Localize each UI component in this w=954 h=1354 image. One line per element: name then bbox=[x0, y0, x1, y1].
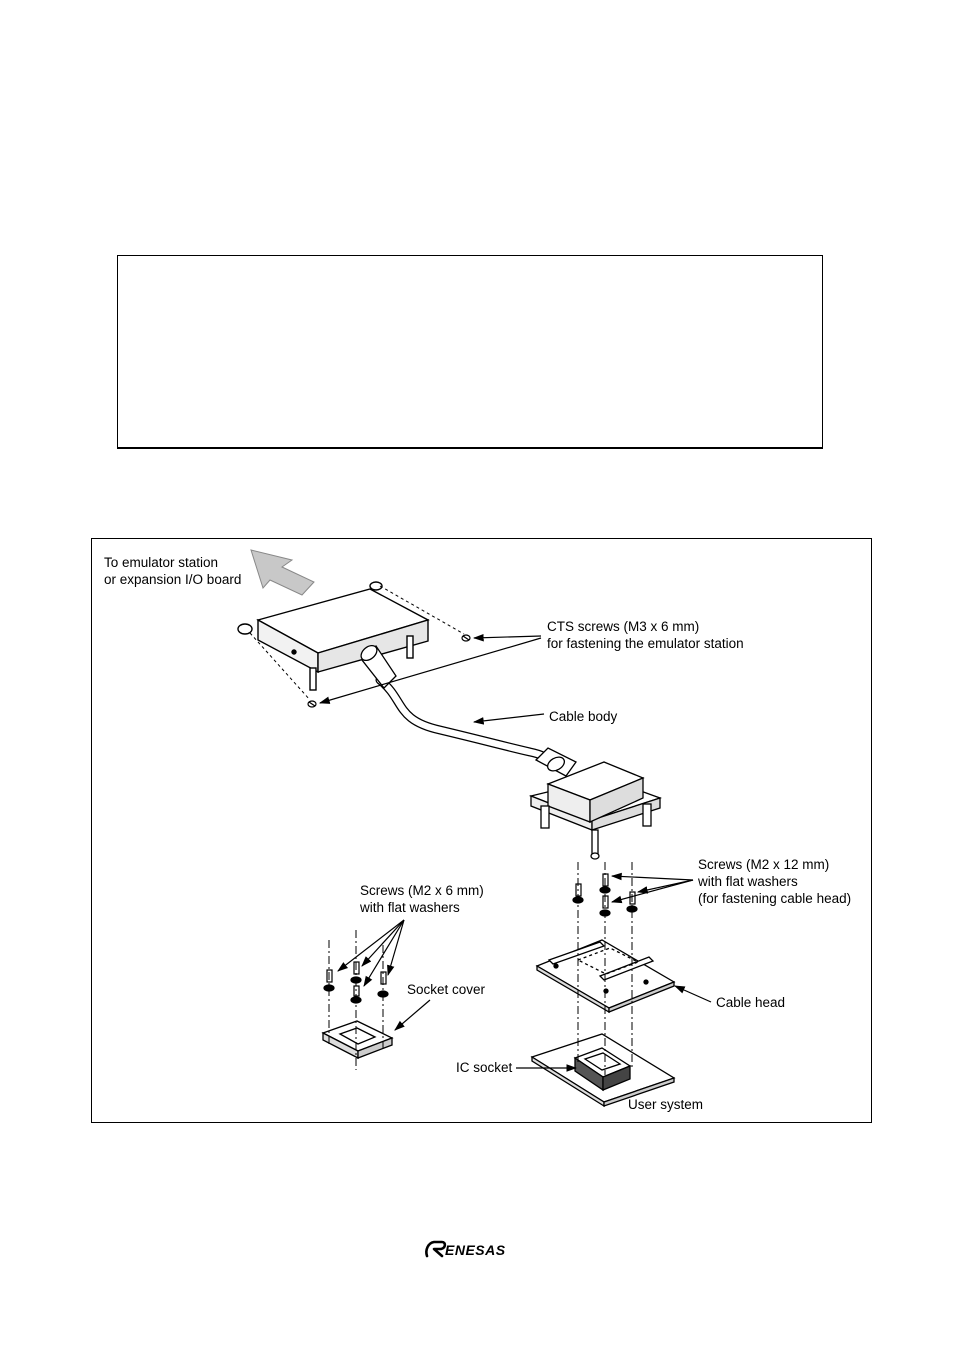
cable-head-assembly bbox=[528, 761, 663, 860]
ic-socket-label: IC socket bbox=[456, 1060, 513, 1075]
cable-head-label: Cable head bbox=[716, 995, 786, 1010]
direction-arrow-icon bbox=[250, 549, 315, 596]
socket-cover bbox=[321, 1020, 394, 1060]
head-screws-label-line2: with flat washers bbox=[698, 874, 798, 889]
emulator-connector-box bbox=[237, 581, 430, 691]
user-system-label: User system bbox=[628, 1097, 704, 1112]
leader-lines bbox=[318, 633, 712, 1072]
cts-screws-label-line2: for fastening the emulator station bbox=[547, 636, 744, 651]
svg-text:ENESAS: ENESAS bbox=[445, 1242, 506, 1258]
cts-screws-label-line1: CTS screws (M3 x 6 mm) bbox=[547, 619, 700, 634]
note-box bbox=[117, 255, 823, 449]
cable-body-label: Cable body bbox=[549, 709, 618, 724]
socket-cover-label: Socket cover bbox=[407, 982, 486, 997]
cover-screws-label-line2: with flat washers bbox=[360, 900, 460, 915]
figure-frame bbox=[91, 538, 872, 1123]
cts-screw-icon bbox=[307, 634, 471, 708]
user-system-board bbox=[530, 1033, 676, 1108]
destination-label-line2: or expansion I/O board bbox=[104, 572, 242, 587]
cts-screw-guides bbox=[249, 585, 465, 701]
head-screws-label-line1: Screws (M2 x 12 mm) bbox=[698, 857, 830, 872]
head-screws-label-line3: (for fastening cable head) bbox=[698, 891, 852, 906]
renesas-logo: ENESAS bbox=[425, 1240, 506, 1258]
destination-label-line1: To emulator station bbox=[104, 555, 219, 570]
cover-screws-label-line1: Screws (M2 x 6 mm) bbox=[360, 883, 484, 898]
cable-body bbox=[360, 644, 577, 777]
